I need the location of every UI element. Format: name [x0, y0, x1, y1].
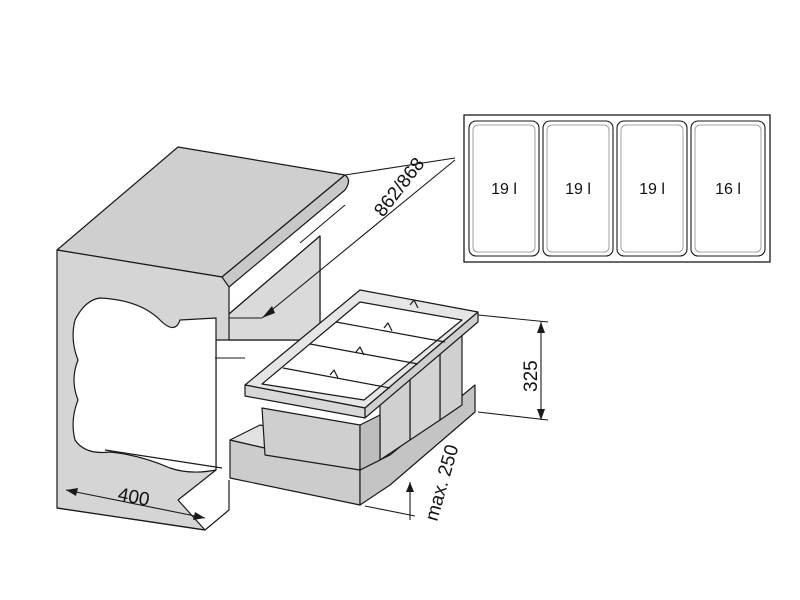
height-ext-top: [477, 314, 549, 323]
cabinet-bottom-edge: [56, 507, 206, 531]
handle-2: [355, 346, 365, 356]
arrow-height-bottom: [537, 409, 545, 420]
bin-volume-2: 19 l: [565, 181, 591, 198]
handle-1: [329, 369, 339, 379]
handle-4: [409, 299, 419, 309]
dimension-arrows: [66, 306, 545, 520]
bin-compartment-1: 19 l: [468, 120, 540, 257]
arrow-width-end: [193, 512, 205, 520]
bin-frame: [244, 289, 479, 419]
bin-volume-1: 19 l: [491, 181, 517, 198]
handle-3: [383, 322, 393, 332]
divider-3: [335, 321, 446, 343]
cabinet-inner-rail: [104, 449, 223, 469]
arrow-depth-start: [262, 306, 275, 318]
offset-ext: [364, 505, 416, 517]
width-dim-line: [65, 489, 206, 519]
frame-side-rim: [364, 311, 479, 419]
height-dimension-label: 325: [521, 360, 542, 392]
cabinet: [56, 146, 350, 531]
arrow-height-top: [537, 322, 545, 333]
cabinet-base-line: [204, 480, 230, 531]
depth-dimension-label: 862/868: [370, 154, 429, 221]
bin-volume-3: 19 l: [639, 181, 665, 198]
bin-compartment-4: 16 l: [690, 120, 766, 257]
depth-dim-ext: [344, 157, 456, 176]
divider-1: [282, 367, 391, 389]
bin-volume-4: 16 l: [715, 181, 741, 198]
arrow-offset-top: [406, 482, 414, 492]
bin-compartment-3: 19 l: [616, 120, 688, 257]
depth-dim-line: [261, 159, 456, 319]
height-ext-bottom: [477, 411, 549, 421]
max-offset-label: max. 250: [422, 442, 464, 523]
dimension-lines: [65, 157, 549, 520]
bin-layout-top-view: 19 l 19 l 19 l 16 l: [463, 114, 771, 263]
bin-compartment-2: 19 l: [542, 120, 614, 257]
cabinet-cutaway: [72, 297, 217, 473]
bin-1-side: [359, 414, 381, 471]
arrow-width-start: [66, 488, 78, 496]
depth-guides: [215, 204, 346, 359]
